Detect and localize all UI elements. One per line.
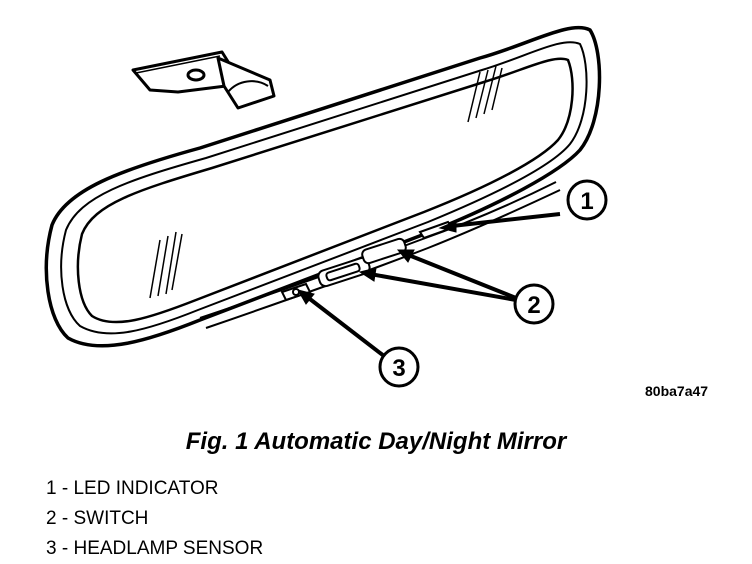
- mirror-diagram: 1 2 3: [44, 25, 608, 388]
- legend-number: 2: [46, 508, 57, 529]
- mirror-housing: [44, 25, 602, 348]
- svg-text:1: 1: [580, 188, 593, 215]
- legend-item: 3 - HEADLAMP SENSOR: [46, 538, 264, 559]
- svg-text:3: 3: [392, 355, 405, 382]
- callout-1: 1: [566, 179, 608, 221]
- mirror-glass: [76, 57, 574, 324]
- legend-number: 3: [46, 538, 57, 559]
- legend-label: HEADLAMP SENSOR: [73, 538, 264, 559]
- legend-label: SWITCH: [73, 508, 149, 529]
- switch: [317, 237, 407, 288]
- svg-text:2: 2: [527, 292, 540, 319]
- glare-marks: [149, 65, 503, 299]
- legend-label: LED INDICATOR: [73, 478, 219, 499]
- legend-number: 1: [46, 478, 57, 499]
- legend: 1 - LED INDICATOR 2 - SWITCH 3 - HEADLAM…: [46, 474, 263, 564]
- mounting-bracket: [131, 50, 276, 110]
- leader-lines: [296, 212, 561, 358]
- legend-item: 1 - LED INDICATOR: [46, 478, 219, 499]
- figure-reference-code: 80ba7a47: [645, 383, 709, 399]
- callout-2: 2: [513, 283, 555, 325]
- legend-item: 2 - SWITCH: [46, 508, 149, 529]
- callout-3: 3: [378, 346, 420, 388]
- figure-caption: Fig. 1 Automatic Day/Night Mirror: [185, 428, 567, 455]
